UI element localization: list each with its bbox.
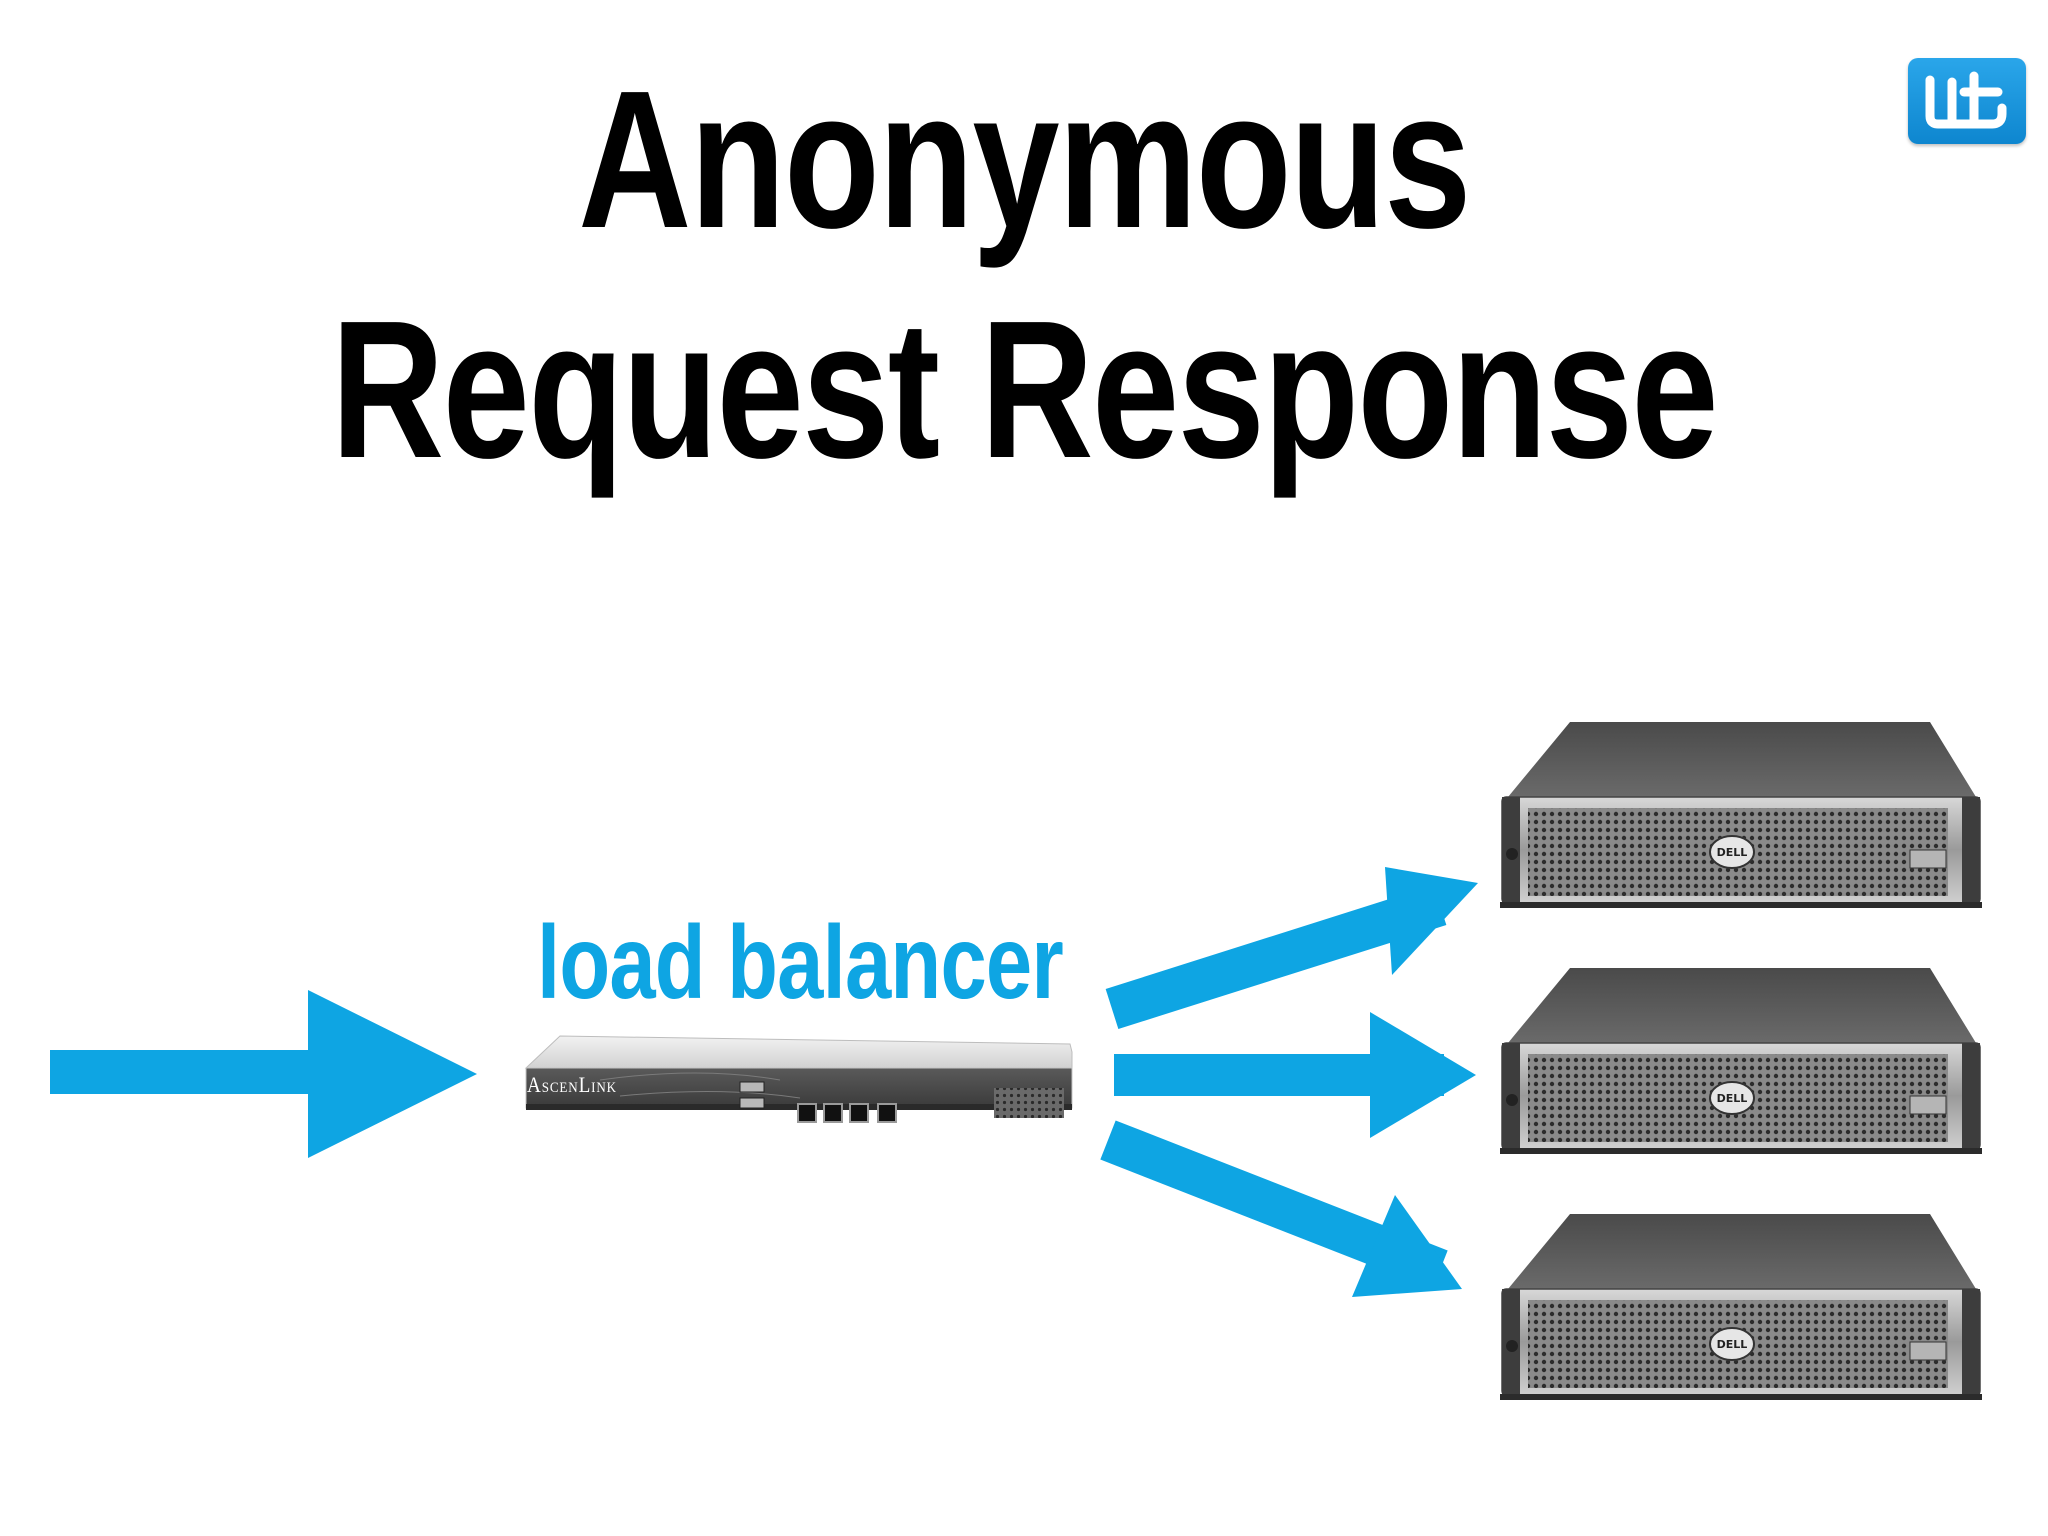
load-balancer-label: load balancer [537,905,1064,1021]
server-brand-label: DELL [1717,1092,1748,1105]
server-brand-label: DELL [1717,1338,1748,1351]
server-brand-label: DELL [1717,846,1748,859]
wt-logo-icon [1908,58,2026,144]
device-brand-label: AscenLink [527,1072,617,1097]
outgoing-arrow-top [1105,867,1478,1030]
server-2: DELL [1500,968,1982,1154]
outgoing-arrow-bottom [1100,1120,1462,1297]
page-title-line-1: Anonymous [578,50,1471,269]
outgoing-arrow-middle [1114,1012,1476,1138]
page-title-line-2: Request Response [331,280,1719,499]
incoming-arrow [50,990,477,1158]
server-1: DELL [1500,722,1982,908]
server-3: DELL [1500,1214,1982,1400]
load-balancer-device: AscenLink [524,1035,1073,1123]
